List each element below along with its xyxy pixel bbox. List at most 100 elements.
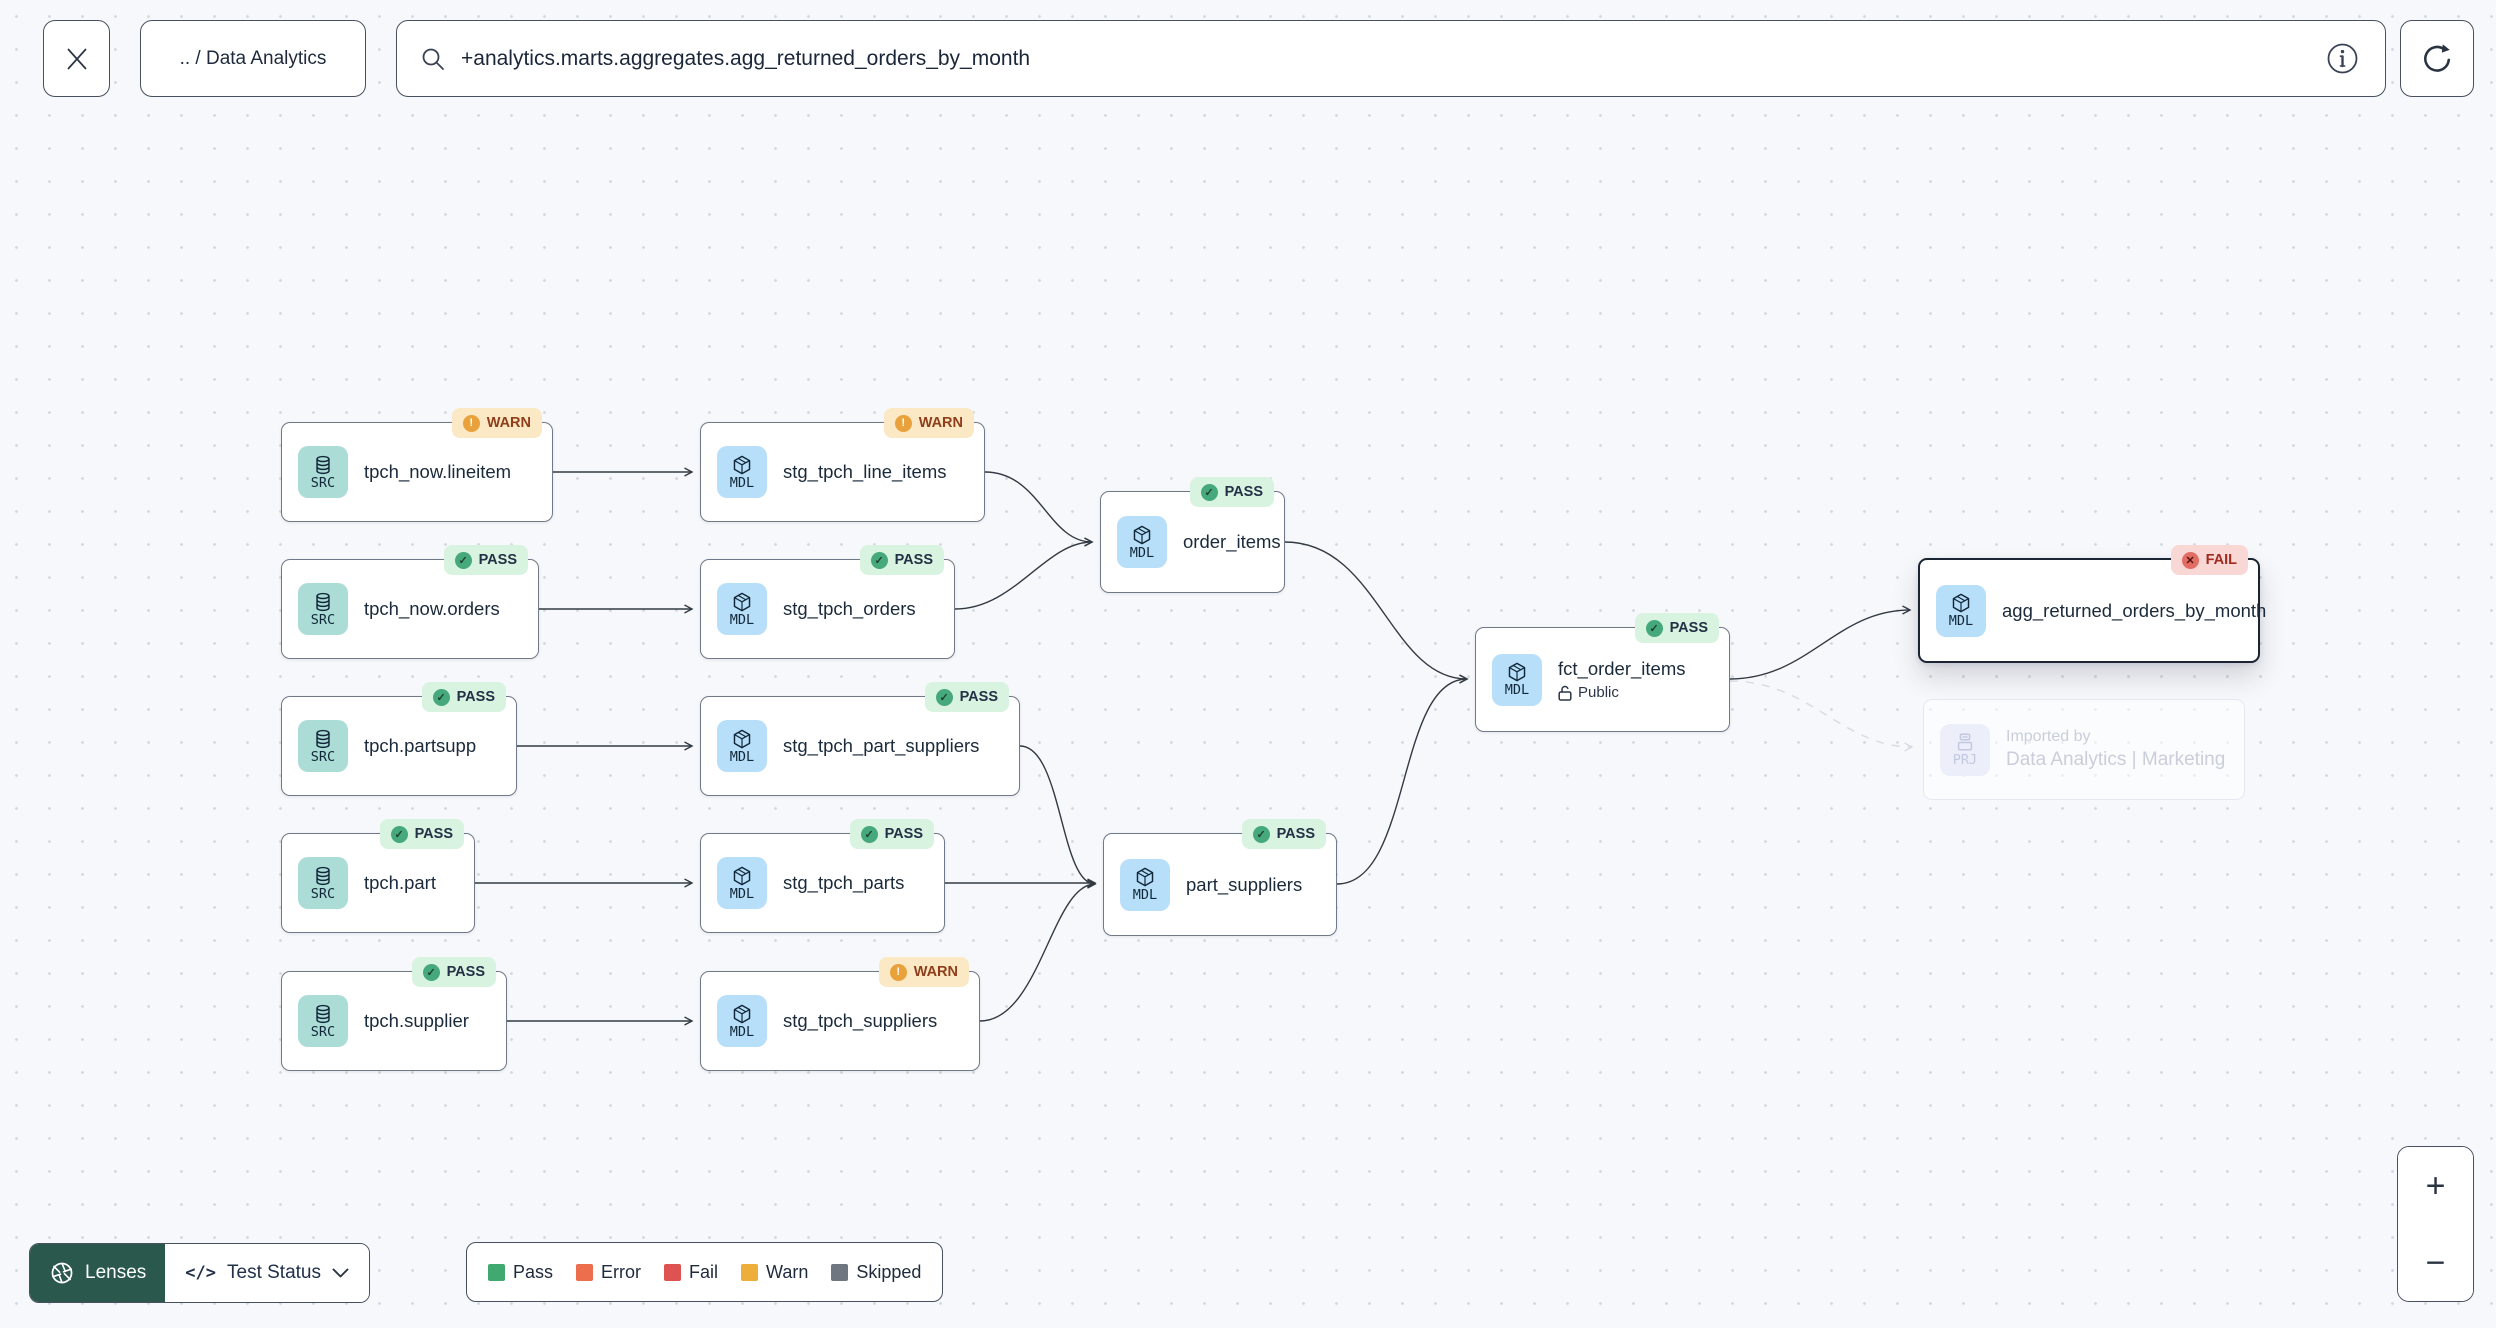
node-stg_tpch_orders[interactable]: ✓ PASS MDL stg_tpch_orders (700, 545, 955, 659)
node-label: tpch_now.lineitem (364, 461, 512, 482)
legend-swatch (576, 1263, 594, 1281)
node-type-label: PRJ (1952, 752, 1978, 769)
cube-icon (731, 591, 753, 613)
close-icon (66, 47, 87, 70)
node-stg_tpch_suppliers[interactable]: ! WARN MDL stg_tpch_suppliers (700, 957, 980, 1071)
node-part_suppliers[interactable]: ✓ PASS MDL part_suppliers (1103, 819, 1337, 936)
node-fct_order_items[interactable]: ✓ PASS MDL fct_order_items Public (1475, 613, 1730, 732)
node-tpch_supplier[interactable]: ✓ PASS SRC tpch.supplier (281, 957, 507, 1071)
status-dot-icon: ✓ (432, 688, 450, 706)
database-icon (312, 728, 334, 750)
database-icon (312, 1003, 334, 1025)
status-dot-icon: ✓ (1645, 619, 1663, 637)
node-type-label: MDL (729, 474, 755, 491)
node-label: Data Analytics | Marketing (2006, 749, 2226, 770)
node-label: stg_tpch_parts (783, 872, 905, 893)
node-type-icon: MDL (1117, 516, 1167, 568)
legend-swatch (488, 1263, 505, 1281)
lens-dropdown[interactable]: </> Test Status (165, 1244, 369, 1302)
node-type-label: SRC (310, 885, 336, 902)
node-label: tpch.supplier (364, 1010, 469, 1031)
edge-stg_tpch_part_suppliers-to-part_suppliers (1019, 745, 1095, 884)
node-label: part_suppliers (1186, 873, 1303, 895)
node-imported_by_project[interactable]: PRJ Imported by Data Analytics | Marketi… (1923, 699, 2245, 800)
node-stg_tpch_part_suppliers[interactable]: ✓ PASS MDL stg_tpch_part_suppliers (700, 682, 1020, 796)
edge-part_suppliers-to-fct_order_items (1336, 679, 1467, 885)
cube-icon (731, 1003, 753, 1025)
info-icon[interactable] (2326, 42, 2359, 75)
status-dot-icon: ! (889, 963, 907, 981)
zoom-out-button[interactable]: − (2398, 1224, 2473, 1301)
node-type-label: MDL (1132, 887, 1158, 904)
status-dot-icon: ✓ (422, 963, 440, 981)
database-icon (312, 454, 334, 476)
status-badge-pass: ✓ PASS (859, 545, 944, 575)
search-bar[interactable] (396, 20, 2386, 97)
node-tpch_partsupp[interactable]: ✓ PASS SRC tpch.partsupp (281, 682, 517, 796)
code-icon: </> (185, 1263, 216, 1283)
node-type-label: SRC (310, 611, 336, 628)
status-dot-icon: ✓ (390, 825, 408, 843)
zoom-in-button[interactable]: + (2398, 1147, 2473, 1224)
cube-icon (1950, 592, 1972, 614)
close-button[interactable] (43, 20, 110, 97)
edge-fct_order_items-to-imported_by_project (1729, 680, 1912, 747)
edge-stg_tpch_line_items-to-order_items (984, 471, 1092, 542)
node-tpch_now_lineitem[interactable]: ! WARN SRC tpch_now.lineitem (281, 408, 553, 522)
node-label: agg_returned_orders_by_month (2002, 599, 2267, 621)
legend-item-pass: Pass (488, 1262, 553, 1283)
node-type-label: SRC (310, 748, 336, 765)
node-tpch_now_orders[interactable]: ✓ PASS SRC tpch_now.orders (281, 545, 539, 659)
legend-swatch (664, 1263, 682, 1281)
chevron-down-icon (332, 1268, 349, 1277)
node-label: stg_tpch_suppliers (783, 1010, 938, 1031)
lenses-control: Lenses </> Test Status (29, 1243, 370, 1303)
status-badge-pass: ✓ PASS (379, 819, 464, 849)
legend-item-error: Error (576, 1262, 641, 1283)
lenses-button[interactable]: Lenses (30, 1244, 166, 1302)
node-type-label: MDL (729, 611, 755, 628)
node-type-icon: MDL (717, 857, 767, 909)
node-order_items[interactable]: ✓ PASS MDL order_items (1100, 477, 1285, 593)
database-icon (312, 865, 334, 887)
node-type-icon: MDL (717, 995, 767, 1047)
cube-icon (731, 728, 753, 750)
node-stg_tpch_line_items[interactable]: ! WARN MDL stg_tpch_line_items (700, 408, 985, 522)
node-agg_returned_orders_by_month[interactable]: ✕ FAIL MDL agg_returned_orders_by_month (1918, 545, 2266, 663)
status-badge-pass: ✓ PASS (443, 545, 528, 575)
node-type-label: MDL (1129, 544, 1155, 561)
status-dot-icon: ✓ (935, 688, 953, 706)
legend-swatch (741, 1263, 759, 1281)
node-type-label: MDL (729, 748, 755, 765)
node-label: stg_tpch_line_items (783, 461, 947, 482)
status-badge-warn: ! WARN (883, 408, 974, 438)
refresh-button[interactable] (2400, 20, 2474, 97)
status-dot-icon: ✓ (1252, 825, 1270, 843)
node-access-label: Public (1558, 684, 1686, 701)
status-badge-pass: ✓ PASS (849, 819, 934, 849)
project-icon (1954, 731, 1976, 753)
node-label: tpch_now.orders (364, 598, 500, 619)
node-label: fct_order_items (1558, 658, 1686, 679)
node-type-icon: SRC (298, 583, 348, 635)
search-icon (422, 48, 444, 70)
search-input[interactable] (461, 46, 2326, 71)
status-badge-warn: ! WARN (878, 957, 969, 987)
node-type-label: MDL (1504, 682, 1530, 699)
node-type-icon: SRC (298, 446, 348, 498)
status-badge-fail: ✕ FAIL (2170, 545, 2248, 575)
node-label: tpch.partsupp (364, 735, 477, 756)
node-type-label: SRC (310, 474, 336, 491)
status-dot-icon: ✓ (1200, 483, 1218, 501)
lenses-label: Lenses (85, 1262, 147, 1283)
cube-icon (731, 454, 753, 476)
node-type-label: MDL (729, 1023, 755, 1040)
node-stg_tpch_parts[interactable]: ✓ PASS MDL stg_tpch_parts (700, 819, 945, 933)
status-badge-pass: ✓ PASS (411, 957, 496, 987)
node-label: stg_tpch_part_suppliers (783, 735, 980, 756)
node-type-icon: MDL (717, 446, 767, 498)
breadcrumb[interactable]: .. / Data Analytics (140, 20, 366, 97)
node-tpch_part[interactable]: ✓ PASS SRC tpch.part (281, 819, 475, 933)
